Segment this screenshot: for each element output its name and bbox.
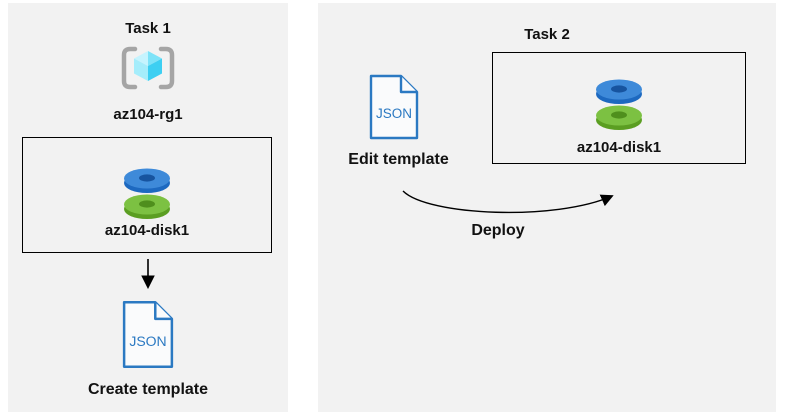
task2-panel: Task 2 JSON Edit template az104-disk1 [318, 3, 776, 412]
cube-top-left-face [134, 51, 148, 66]
task1-panel: Task 1 az104-rg1 az104-disk1 [8, 3, 288, 412]
task1-action-label: Create template [87, 381, 209, 398]
disk-icon [596, 79, 642, 130]
task1-disk-box: az104-disk1 [22, 137, 272, 253]
task2-edit-label: Edit template [348, 151, 449, 168]
json-file-icon: JSON [122, 301, 174, 368]
task1-title: Task 1 [125, 20, 171, 37]
cube-top-right-face [148, 51, 162, 66]
cube-right-face [148, 58, 162, 81]
doc-text: JSON [376, 106, 412, 121]
cube-left-face [134, 58, 148, 81]
task1-resource-group-label: az104-rg1 [113, 106, 183, 123]
doc-text: JSON [129, 333, 166, 349]
json-file-icon: JSON [369, 74, 419, 140]
resource-group-icon [121, 46, 175, 90]
page-fold [399, 76, 417, 94]
task2-deploy-label: Deploy [471, 222, 525, 239]
arrow-down-icon [141, 259, 155, 290]
task1-disk-label: az104-disk1 [104, 222, 190, 239]
task2-title: Task 2 [524, 26, 570, 43]
task2-disk-label: az104-disk1 [576, 139, 662, 156]
curved-arrow-icon [402, 190, 614, 214]
right-bracket [158, 46, 175, 90]
disk-icon [124, 168, 170, 219]
left-bracket [121, 46, 138, 90]
task2-disk-box: az104-disk1 [492, 52, 746, 164]
